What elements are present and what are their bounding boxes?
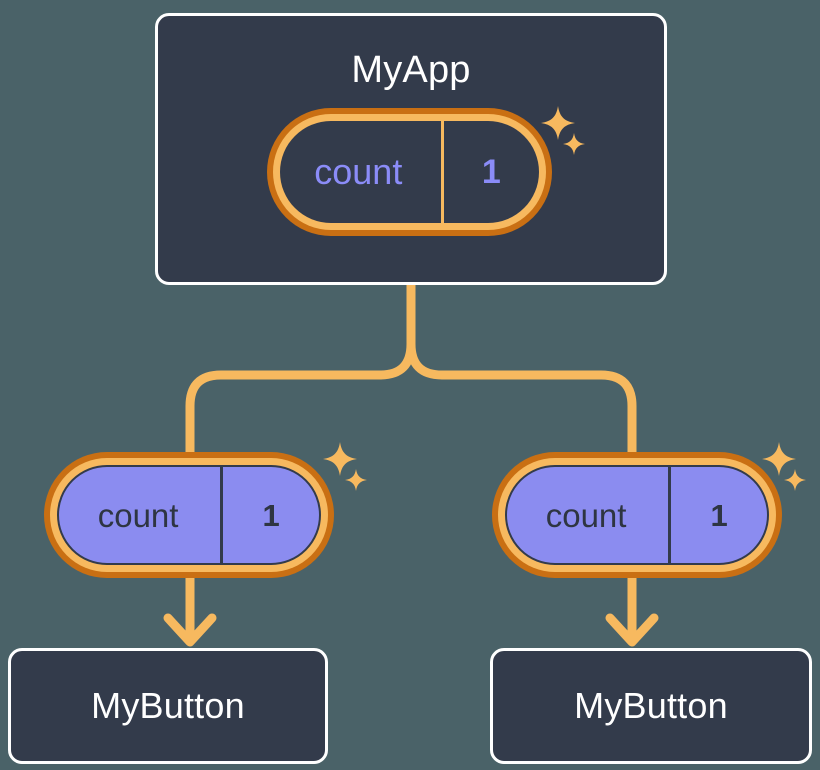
state-key-label: count — [314, 151, 403, 192]
capsule-body: count 1 — [280, 121, 539, 223]
component-title-myapp: MyApp — [351, 49, 471, 91]
capsule-inner-ring: count 1 — [498, 458, 776, 572]
component-title-mybutton: MyButton — [91, 685, 245, 726]
component-box-mybutton-right[interactable]: MyButton — [490, 648, 812, 764]
sparkle-icon — [784, 469, 806, 491]
capsule-body: count 1 — [505, 465, 769, 565]
state-value-label: 1 — [440, 121, 539, 223]
state-capsule-child-right[interactable]: count 1 — [492, 452, 782, 578]
sparkle-icon — [323, 442, 357, 476]
capsule-inner-ring: count 1 — [273, 114, 546, 230]
capsule-body: count 1 — [57, 465, 321, 565]
state-key-label: count — [545, 496, 627, 534]
sparkle-icon — [345, 469, 367, 491]
connector-branch-left — [185, 339, 416, 460]
connector-branch-right — [406, 339, 637, 460]
state-capsule-myapp[interactable]: count 1 — [267, 108, 552, 236]
capsule-inner-ring: count 1 — [50, 458, 328, 572]
arrow-down-icon-left — [163, 573, 217, 647]
state-key-label: count — [97, 496, 179, 534]
component-box-mybutton-left[interactable]: MyButton — [8, 648, 328, 764]
state-capsule-child-left[interactable]: count 1 — [44, 452, 334, 578]
state-value-label: 1 — [220, 467, 319, 563]
sparkle-icon — [762, 442, 796, 476]
arrow-down-icon-right — [605, 573, 659, 647]
component-title-mybutton: MyButton — [574, 685, 728, 726]
state-value-label: 1 — [668, 467, 767, 563]
